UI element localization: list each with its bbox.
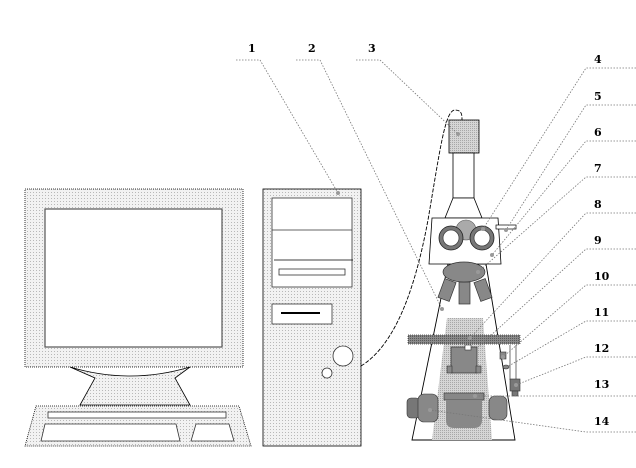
callout-2: 2 xyxy=(308,42,316,55)
callout-14: 14 xyxy=(594,415,610,428)
callout-12: 12 xyxy=(594,342,609,355)
leader-lines xyxy=(236,59,636,433)
callout-5: 5 xyxy=(594,90,602,103)
callout-11: 11 xyxy=(594,306,609,319)
callout-10: 10 xyxy=(594,270,610,283)
callout-8: 8 xyxy=(594,198,602,211)
callout-1: 1 xyxy=(248,42,256,55)
monitor-screen xyxy=(44,208,223,348)
callout-7: 7 xyxy=(594,162,602,175)
callout-9: 9 xyxy=(594,234,602,247)
keyboard xyxy=(24,405,252,447)
nosepiece xyxy=(437,261,493,305)
microscope xyxy=(406,119,521,441)
callout-13: 13 xyxy=(594,378,609,391)
callout-3: 3 xyxy=(368,42,376,55)
callout-6: 6 xyxy=(594,126,602,139)
monitor xyxy=(24,188,244,406)
camera xyxy=(448,119,480,154)
camera-cable xyxy=(360,109,463,367)
computer-tower xyxy=(262,188,362,447)
callout-4: 4 xyxy=(594,53,602,66)
stage xyxy=(407,334,521,345)
